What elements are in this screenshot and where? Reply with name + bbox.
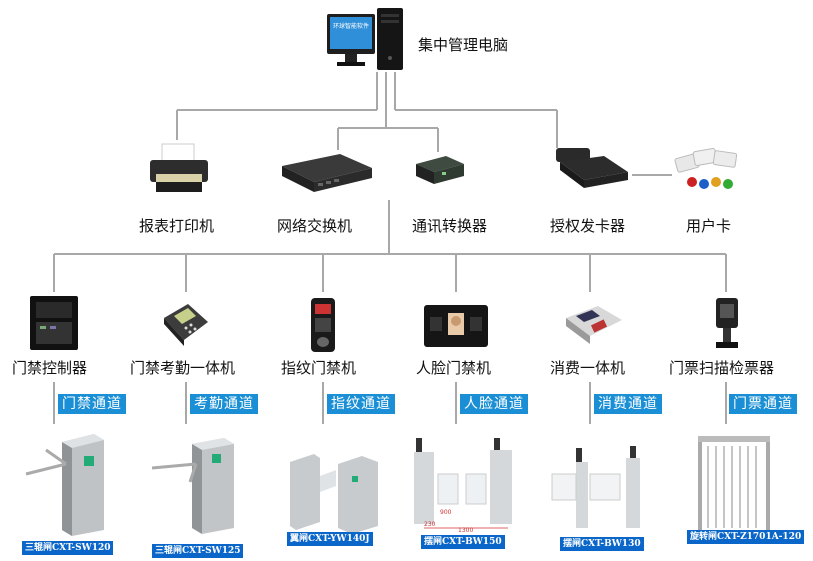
turnstile-caption: 三辊闸CXT-SW125	[152, 544, 244, 558]
channel-badge: 考勤通道	[190, 394, 258, 414]
card-issuer-icon	[548, 148, 632, 198]
user-card-icon	[674, 148, 740, 198]
dimension-label: 1300	[458, 527, 474, 534]
swing-gate-icon	[546, 440, 656, 540]
management-pc-icon: 环球智能软件	[327, 8, 407, 74]
turnstile-caption: 摆闸CXT-BW130	[560, 537, 644, 551]
turnstile-caption: 三辊闸CXT-SW120	[22, 541, 114, 555]
pos-terminal-icon	[562, 302, 624, 350]
device-label: 门禁控制器	[12, 359, 88, 377]
channel-badge: 人脸通道	[460, 394, 528, 414]
device-label: 消费一体机	[550, 359, 626, 377]
device-label: 指纹门禁机	[281, 359, 357, 377]
turnstile-caption: 旋转闸CXT-Z1701A-120	[687, 530, 805, 544]
card-issuer-label: 授权发卡器	[550, 217, 626, 235]
channel-badge: 门票通道	[729, 394, 797, 414]
printer-label: 报表打印机	[139, 217, 215, 235]
tripod-turnstile-icon	[22, 430, 114, 542]
full-height-turnstile-icon	[694, 432, 774, 540]
network-switch-label: 网络交换机	[277, 217, 353, 235]
comm-converter-icon	[412, 152, 468, 194]
wing-gate-icon	[286, 446, 382, 540]
comm-converter-label: 通讯转换器	[412, 217, 488, 235]
pc-screen-text: 环球智能软件	[333, 23, 370, 30]
tripod-turnstile-icon	[150, 434, 242, 542]
dimension-label: 900	[440, 509, 452, 516]
device-label: 人脸门禁机	[416, 359, 492, 377]
channel-badge: 消费通道	[594, 394, 662, 414]
device-label: 门禁考勤一体机	[130, 359, 236, 377]
access-controller-icon	[30, 296, 78, 354]
face-recognition-icon	[424, 305, 488, 351]
turnstile-caption: 摆闸CXT-BW150	[421, 535, 505, 549]
turnstile-caption: 翼闸CXT-YW140J	[287, 532, 373, 546]
attendance-terminal-icon	[160, 300, 210, 352]
dimension-label: 230	[424, 521, 436, 528]
network-switch-icon	[278, 150, 374, 198]
channel-badge: 指纹通道	[327, 394, 395, 414]
device-label: 门票扫描检票器	[669, 359, 775, 377]
channel-badge: 门禁通道	[58, 394, 126, 414]
printer-icon	[148, 140, 210, 200]
ticket-scanner-icon	[712, 298, 742, 354]
management-pc-label: 集中管理电脑	[418, 36, 509, 54]
fingerprint-reader-icon	[309, 298, 337, 356]
swing-gate-icon	[404, 434, 524, 540]
user-card-label: 用户卡	[686, 217, 732, 235]
